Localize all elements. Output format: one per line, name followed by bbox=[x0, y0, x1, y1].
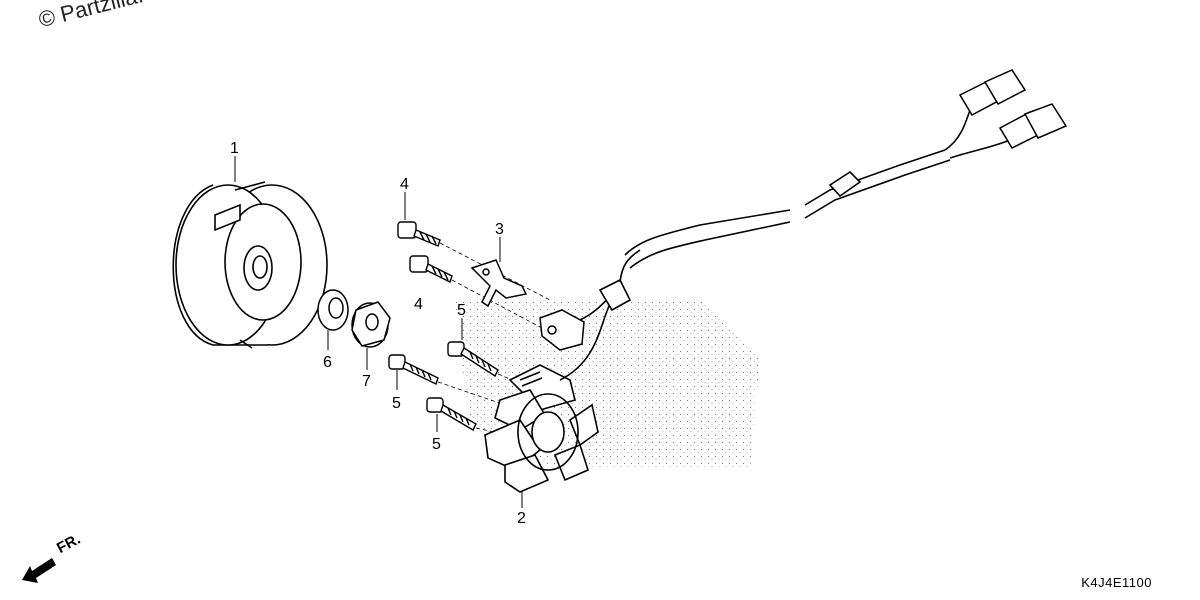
callout-5-b: 5 bbox=[392, 395, 401, 412]
bolt-4-lower[interactable] bbox=[409, 255, 453, 283]
stipple-shading bbox=[455, 300, 760, 470]
connector-lower[interactable] bbox=[998, 103, 1068, 149]
callout-6: 6 bbox=[323, 354, 332, 371]
callout-4-upper: 4 bbox=[400, 176, 409, 193]
callout-3: 3 bbox=[495, 221, 504, 238]
pulse-sensor[interactable] bbox=[539, 309, 585, 351]
bolt-4-upper[interactable] bbox=[397, 221, 441, 247]
callout-5-a: 5 bbox=[457, 302, 466, 319]
wiring-harness[interactable] bbox=[559, 109, 1011, 381]
callout-2: 2 bbox=[517, 510, 526, 527]
callout-5-c: 5 bbox=[432, 436, 441, 453]
diagram-code: K4J4E1100 bbox=[1081, 575, 1152, 590]
front-arrow-icon bbox=[22, 558, 56, 583]
leader-lines bbox=[234, 156, 523, 508]
callout-7: 7 bbox=[362, 373, 371, 390]
callout-4-lower: 4 bbox=[414, 296, 423, 313]
bolt-5-a[interactable] bbox=[447, 341, 499, 378]
connector-upper[interactable] bbox=[958, 69, 1027, 116]
cable-clamp[interactable] bbox=[470, 259, 528, 308]
bolt-5-c[interactable] bbox=[426, 397, 477, 431]
flywheel-rotor[interactable] bbox=[172, 181, 328, 349]
stator[interactable] bbox=[484, 364, 599, 493]
bolt-5-b[interactable] bbox=[388, 354, 439, 385]
washer[interactable] bbox=[317, 289, 349, 331]
callout-1: 1 bbox=[230, 140, 239, 157]
flange-nut[interactable] bbox=[351, 301, 391, 348]
